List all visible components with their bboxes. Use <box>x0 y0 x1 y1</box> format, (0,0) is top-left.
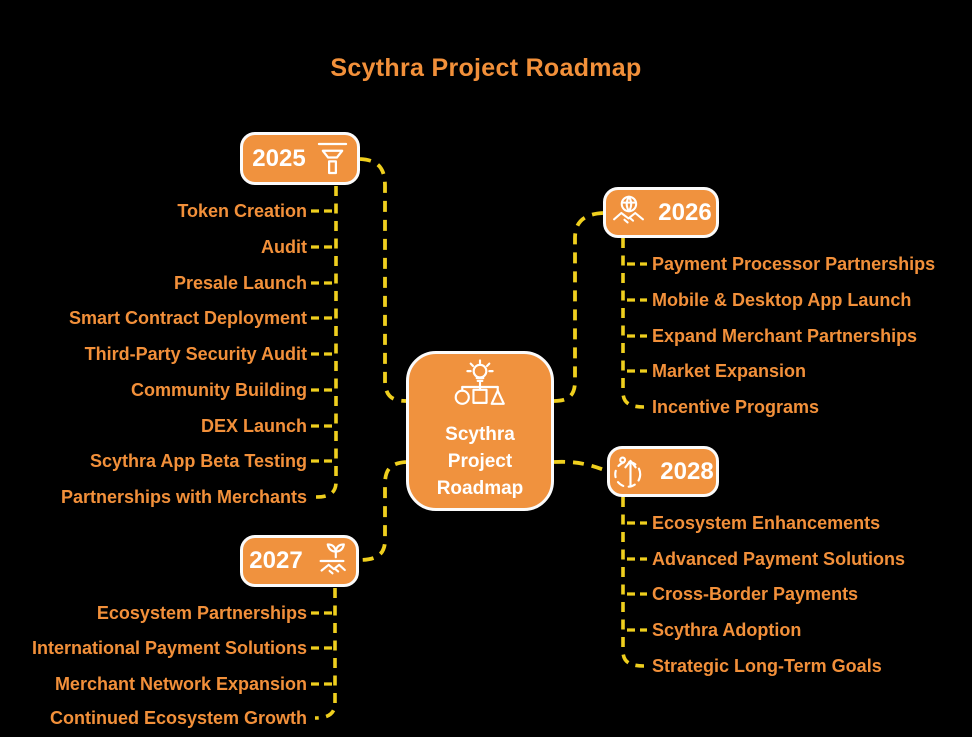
roadmap-item: Mobile & Desktop App Launch <box>652 290 912 310</box>
funnel-icon <box>317 142 347 175</box>
item-ticks-2027 <box>311 611 334 686</box>
year-node-2028: 2028 <box>607 446 719 497</box>
roadmap-item: Ecosystem Partnerships <box>96 603 307 623</box>
item-ticks-2025 <box>311 209 335 463</box>
roadmap-item: Smart Contract Deployment <box>68 308 307 328</box>
roadmap-item: Advanced Payment Solutions <box>652 549 906 569</box>
roadmap-item: Cross-Border Payments <box>652 584 859 604</box>
center-node-label: Scythra Project Roadmap <box>436 424 524 499</box>
year-node-2026: 2026 <box>603 187 719 238</box>
item-spine-2028 <box>621 497 645 668</box>
idea-structure-icon <box>454 359 505 405</box>
roadmap-item: Payment Processor Partnerships <box>652 254 936 274</box>
roadmap-item: Token Creation <box>177 201 307 221</box>
roadmap-item: Incentive Programs <box>652 397 820 417</box>
roadmap-item: DEX Launch <box>200 416 307 436</box>
roadmap-item: Presale Launch <box>173 273 307 293</box>
journey-arrow-icon <box>614 456 642 488</box>
roadmap-item: Scythra Adoption <box>652 620 802 640</box>
roadmap-item: Market Expansion <box>652 361 807 381</box>
item-spine-2027 <box>314 588 337 720</box>
branch-connector-2026 <box>553 211 604 403</box>
growth-handshake-icon <box>319 543 346 575</box>
year-label-2027: 2027 <box>249 547 303 574</box>
item-ticks-2028 <box>627 521 647 632</box>
year-label-2025: 2025 <box>252 144 306 172</box>
branch-connector-2028 <box>553 459 608 473</box>
item-ticks-2026 <box>627 262 647 373</box>
roadmap-item: Scythra App Beta Testing <box>89 451 307 471</box>
branch-connector-2027 <box>358 460 407 562</box>
roadmap-item: Continued Ecosystem Growth <box>49 708 307 728</box>
roadmap-item: Expand Merchant Partnerships <box>652 326 918 346</box>
year-label-2028: 2028 <box>660 457 714 485</box>
roadmap-item: Audit <box>261 237 307 257</box>
roadmap-item: International Payment Solutions <box>31 638 307 658</box>
center-node: Scythra Project Roadmap <box>406 351 554 511</box>
roadmap-item: Third-Party Security Audit <box>84 344 307 364</box>
page-title: Scythra Project Roadmap <box>330 54 642 82</box>
roadmap-item: Partnerships with Merchants <box>60 487 307 507</box>
roadmap-item: Strategic Long-Term Goals <box>652 656 882 676</box>
year-node-2025: 2025 <box>240 132 360 185</box>
roadmap-item: Ecosystem Enhancements <box>652 513 881 533</box>
roadmap-item: Community Building <box>131 380 307 400</box>
item-spine-2025 <box>315 186 338 499</box>
item-spine-2026 <box>621 238 645 409</box>
year-node-2027: 2027 <box>240 535 359 587</box>
branch-connector-2025 <box>359 157 407 403</box>
roadmap-item: Merchant Network Expansion <box>54 674 307 694</box>
handshake-globe-icon <box>613 195 645 223</box>
year-label-2026: 2026 <box>658 198 712 226</box>
